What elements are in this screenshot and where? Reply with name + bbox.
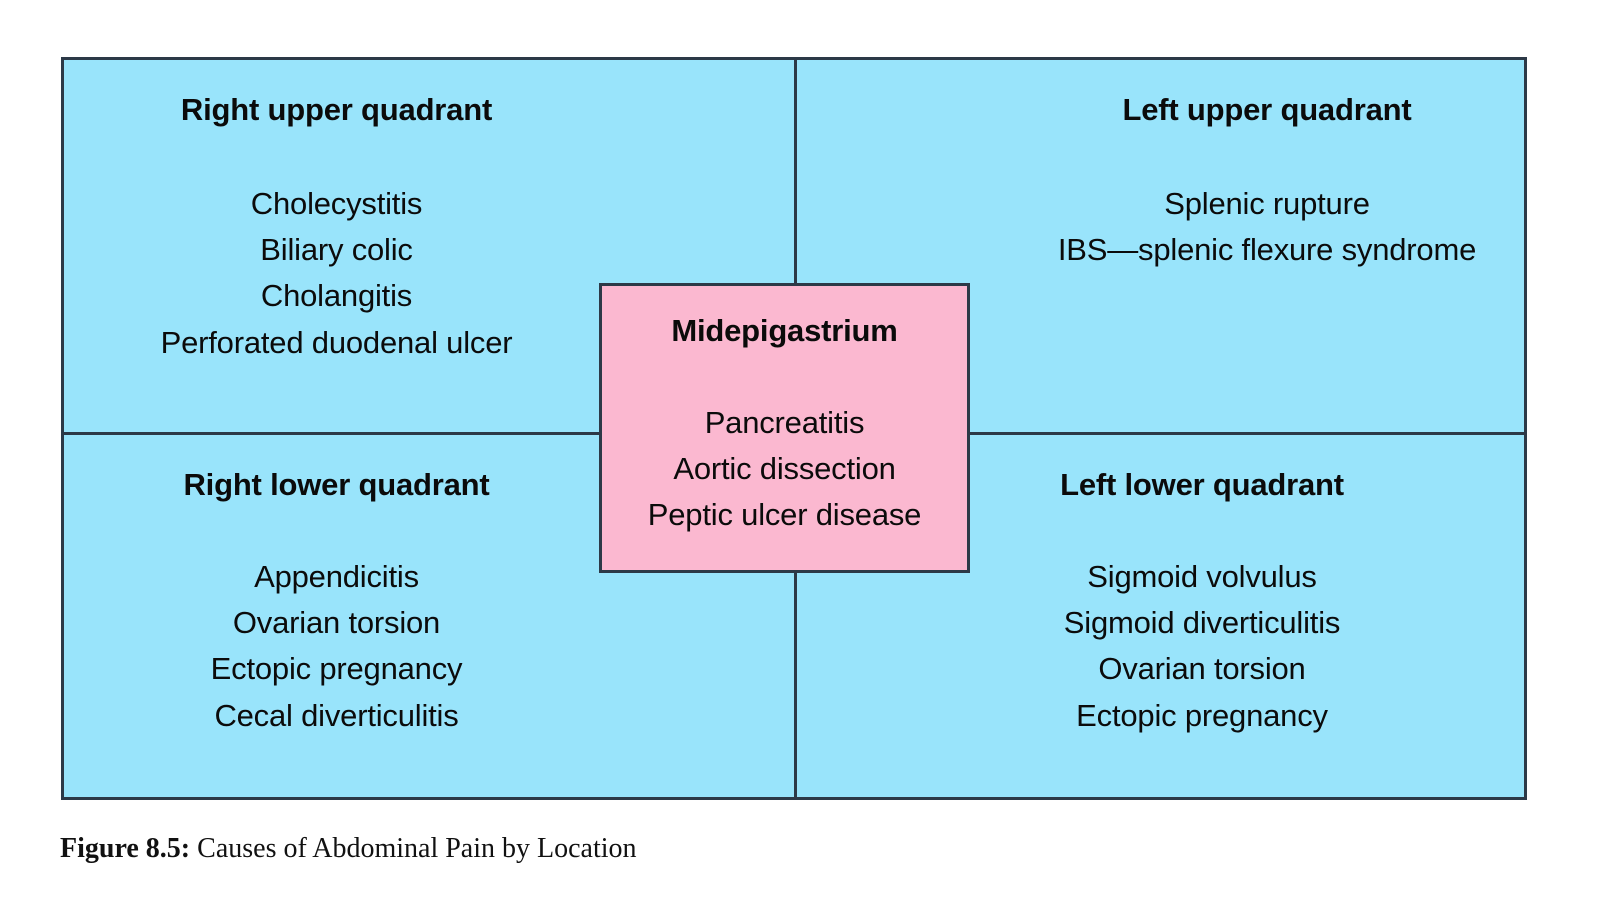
list-item: Sigmoid volvulus: [1087, 559, 1317, 595]
quadrant-left-upper: Left upper quadrant Splenic rupture IBS—…: [800, 60, 1524, 432]
quadrant-right-upper: Right upper quadrant Cholecystitis Bilia…: [64, 60, 797, 432]
list-item: Biliary colic: [260, 232, 413, 268]
abdominal-pain-quadrant-figure: Right upper quadrant Cholecystitis Bilia…: [61, 57, 1527, 800]
list-item: Cholangitis: [260, 278, 413, 314]
quadrant-divider-vertical-upper: [794, 57, 797, 435]
quadrant-divider-vertical-lower: [794, 435, 797, 800]
list-item: Cholecystitis: [250, 186, 423, 222]
region-midepigastrium: Midepigastrium Pancreatitis Aortic disse…: [599, 283, 970, 573]
list-item: Ovarian torsion: [1098, 651, 1306, 687]
list-item: Cecal diverticulitis: [214, 697, 459, 733]
quadrant-right-lower: Right lower quadrant Appendicitis Ovaria…: [64, 435, 797, 797]
list-item: Pancreatitis: [704, 405, 865, 441]
quadrant-right-upper-heading: Right upper quadrant: [180, 92, 493, 127]
list-item: Ovarian torsion: [232, 605, 441, 641]
quadrant-left-lower-list: Sigmoid volvulus Sigmoid diverticulitis …: [840, 554, 1564, 739]
figure-caption: Figure 8.5: Causes of Abdominal Pain by …: [60, 833, 637, 865]
quadrant-left-lower-heading: Left lower quadrant: [1060, 467, 1344, 502]
quadrant-left-upper-list: Splenic rupture IBS—splenic flexure synd…: [905, 181, 1600, 273]
quadrant-right-lower-list: Appendicitis Ovarian torsion Ectopic pre…: [0, 554, 703, 739]
list-item: Ectopic pregnancy: [1076, 697, 1328, 733]
list-item: Perforated duodenal ulcer: [160, 324, 513, 360]
figure-caption-label: Figure 8.5:: [60, 833, 191, 864]
list-item: IBS—splenic flexure syndrome: [1057, 232, 1477, 268]
list-item: Peptic ulcer disease: [647, 497, 922, 533]
list-item: Appendicitis: [254, 559, 419, 595]
region-midepigastrium-heading: Midepigastrium: [671, 313, 898, 348]
quadrant-left-upper-heading: Left upper quadrant: [1122, 92, 1412, 127]
list-item: Ectopic pregnancy: [210, 651, 463, 687]
region-midepigastrium-list: Pancreatitis Aortic dissection Peptic ul…: [602, 400, 967, 539]
quadrant-right-lower-heading: Right lower quadrant: [183, 467, 490, 502]
quadrant-right-upper-list: Cholecystitis Biliary colic Cholangitis …: [0, 181, 703, 366]
list-item: Aortic dissection: [673, 451, 896, 487]
list-item: Splenic rupture: [1164, 186, 1370, 222]
figure-caption-text: Causes of Abdominal Pain by Location: [190, 833, 637, 864]
list-item: Sigmoid diverticulitis: [1063, 605, 1341, 641]
quadrant-left-lower: Left lower quadrant Sigmoid volvulus Sig…: [800, 435, 1524, 797]
